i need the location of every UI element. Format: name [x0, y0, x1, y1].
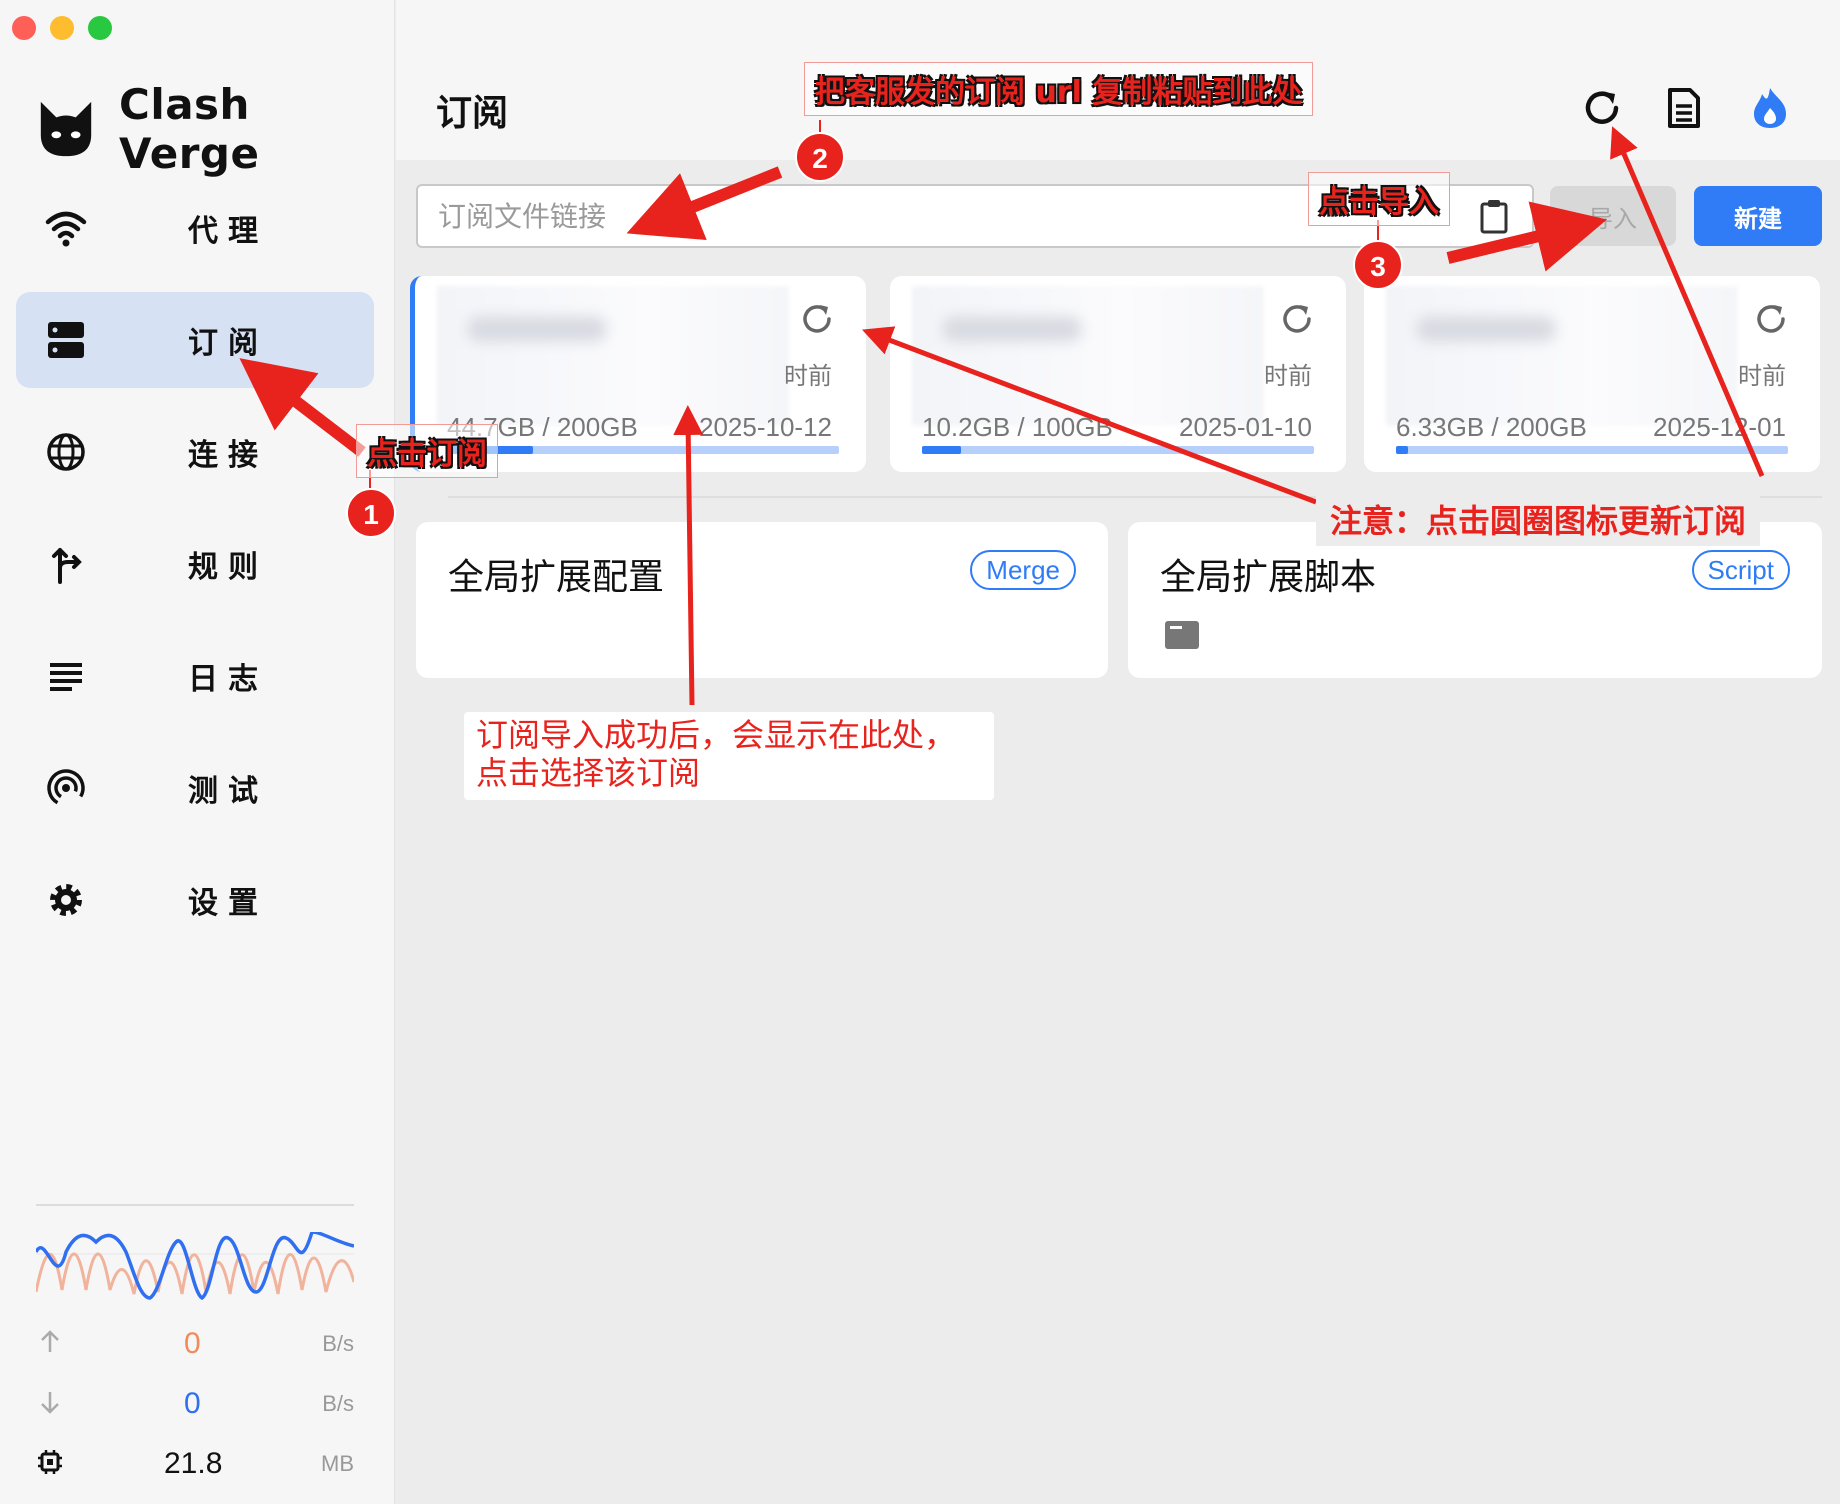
global-merge-card[interactable]: 全局扩展配置 Merge: [416, 522, 1108, 678]
route-icon: [44, 542, 88, 586]
section-divider: [448, 496, 1822, 498]
close-window-button[interactable]: [12, 16, 36, 40]
refresh-profile-icon[interactable]: [1752, 300, 1790, 338]
traffic-usage: 6.33GB / 200GB: [1396, 412, 1587, 442]
script-tag: Script: [1691, 550, 1790, 590]
header: 订阅: [396, 0, 1840, 160]
sidebar-item-connections[interactable]: 连接: [16, 404, 374, 500]
merge-tag: Merge: [970, 550, 1076, 590]
main-content: 订阅 导入 新建 时前 44.7GB / 200GB 2025-10-12 时前…: [396, 0, 1840, 1504]
traffic-usage: 44.7GB / 200GB: [447, 412, 638, 442]
sidebar-item-label: 日志: [188, 662, 268, 697]
expire-date: 2025-12-01: [1653, 412, 1786, 442]
memory-stat: 21.8 MB: [36, 1444, 354, 1484]
list-icon: [44, 654, 88, 698]
sidebar-item-label: 代理: [188, 214, 268, 249]
usage-progress-bar: [1396, 446, 1788, 454]
traffic-usage: 10.2GB / 100GB: [922, 412, 1113, 442]
profile-card[interactable]: 时前 10.2GB / 100GB 2025-01-10: [890, 276, 1346, 472]
new-profile-button[interactable]: 新建: [1694, 186, 1822, 246]
expire-date: 2025-01-10: [1179, 412, 1312, 442]
radar-icon: [44, 766, 88, 810]
memory-value: 21.8: [164, 1447, 223, 1480]
sidebar: Clash Verge 代理 订阅 连接 规则: [0, 0, 395, 1504]
profile-card[interactable]: 时前 6.33GB / 200GB 2025-12-01: [1364, 276, 1820, 472]
sidebar-nav: 代理 订阅 连接 规则 日志: [16, 180, 374, 964]
wifi-icon: [44, 206, 88, 250]
minimize-window-button[interactable]: [50, 16, 74, 40]
download-unit: B/s: [322, 1391, 354, 1416]
global-script-card[interactable]: 全局扩展脚本 Script: [1128, 522, 1822, 678]
sidebar-item-logs[interactable]: 日志: [16, 628, 374, 724]
sidebar-item-rules[interactable]: 规则: [16, 516, 374, 612]
redacted-area: [437, 286, 789, 426]
memory-unit: MB: [321, 1451, 354, 1476]
subscription-url-input[interactable]: [416, 184, 1534, 248]
ext-card-title: 全局扩展配置: [448, 557, 665, 598]
globe-icon: [44, 430, 88, 474]
usage-progress-fill: [922, 446, 962, 454]
sidebar-item-label: 订阅: [188, 326, 268, 361]
upload-stat: 0 B/s: [36, 1324, 354, 1364]
updated-ago: 时前: [784, 362, 832, 390]
sidebar-item-subscriptions[interactable]: 订阅: [16, 292, 374, 388]
upload-value: 0: [184, 1327, 201, 1360]
import-button[interactable]: 导入: [1550, 186, 1676, 246]
refresh-profile-icon[interactable]: [798, 300, 836, 338]
flame-icon[interactable]: [1746, 84, 1794, 132]
download-stat: 0 B/s: [36, 1384, 354, 1424]
usage-progress-fill: [447, 446, 534, 454]
arrow-down-icon: [36, 1388, 68, 1420]
document-icon[interactable]: [1660, 84, 1708, 132]
usage-progress-bar: [922, 446, 1314, 454]
file-icon: [1164, 620, 1200, 650]
usage-progress-bar: [447, 446, 839, 454]
gear-icon: [44, 878, 88, 922]
ext-card-title: 全局扩展脚本: [1160, 557, 1377, 598]
app-name: Clash Verge: [119, 80, 260, 178]
page-title: 订阅: [436, 93, 509, 134]
traffic-graph: [36, 1232, 354, 1301]
sidebar-item-label: 连接: [188, 438, 268, 473]
sidebar-item-proxy[interactable]: 代理: [16, 180, 374, 276]
sidebar-item-label: 设置: [188, 886, 268, 921]
cat-logo-icon: [35, 98, 97, 160]
updated-ago: 时前: [1264, 362, 1312, 390]
download-value: 0: [184, 1387, 201, 1420]
refresh-icon[interactable]: [1578, 84, 1626, 132]
sidebar-divider: [36, 1204, 354, 1206]
expire-date: 2025-10-12: [699, 412, 832, 442]
upload-unit: B/s: [322, 1331, 354, 1356]
arrow-up-icon: [36, 1328, 68, 1360]
maximize-window-button[interactable]: [88, 16, 112, 40]
sidebar-item-label: 测试: [188, 774, 268, 809]
window-controls: [12, 16, 112, 40]
profile-card[interactable]: 时前 44.7GB / 200GB 2025-10-12: [410, 276, 866, 472]
sidebar-item-settings[interactable]: 设置: [16, 852, 374, 948]
chip-icon: [36, 1448, 68, 1480]
usage-progress-fill: [1396, 446, 1408, 454]
redacted-area: [912, 286, 1264, 426]
refresh-profile-icon[interactable]: [1278, 300, 1316, 338]
updated-ago: 时前: [1738, 362, 1786, 390]
paste-clipboard-icon[interactable]: [1474, 196, 1514, 236]
server-icon: [44, 318, 88, 362]
redacted-area: [1386, 286, 1738, 426]
sidebar-item-label: 规则: [188, 550, 268, 585]
app-brand: Clash Verge: [35, 80, 394, 178]
sidebar-item-test[interactable]: 测试: [16, 740, 374, 836]
